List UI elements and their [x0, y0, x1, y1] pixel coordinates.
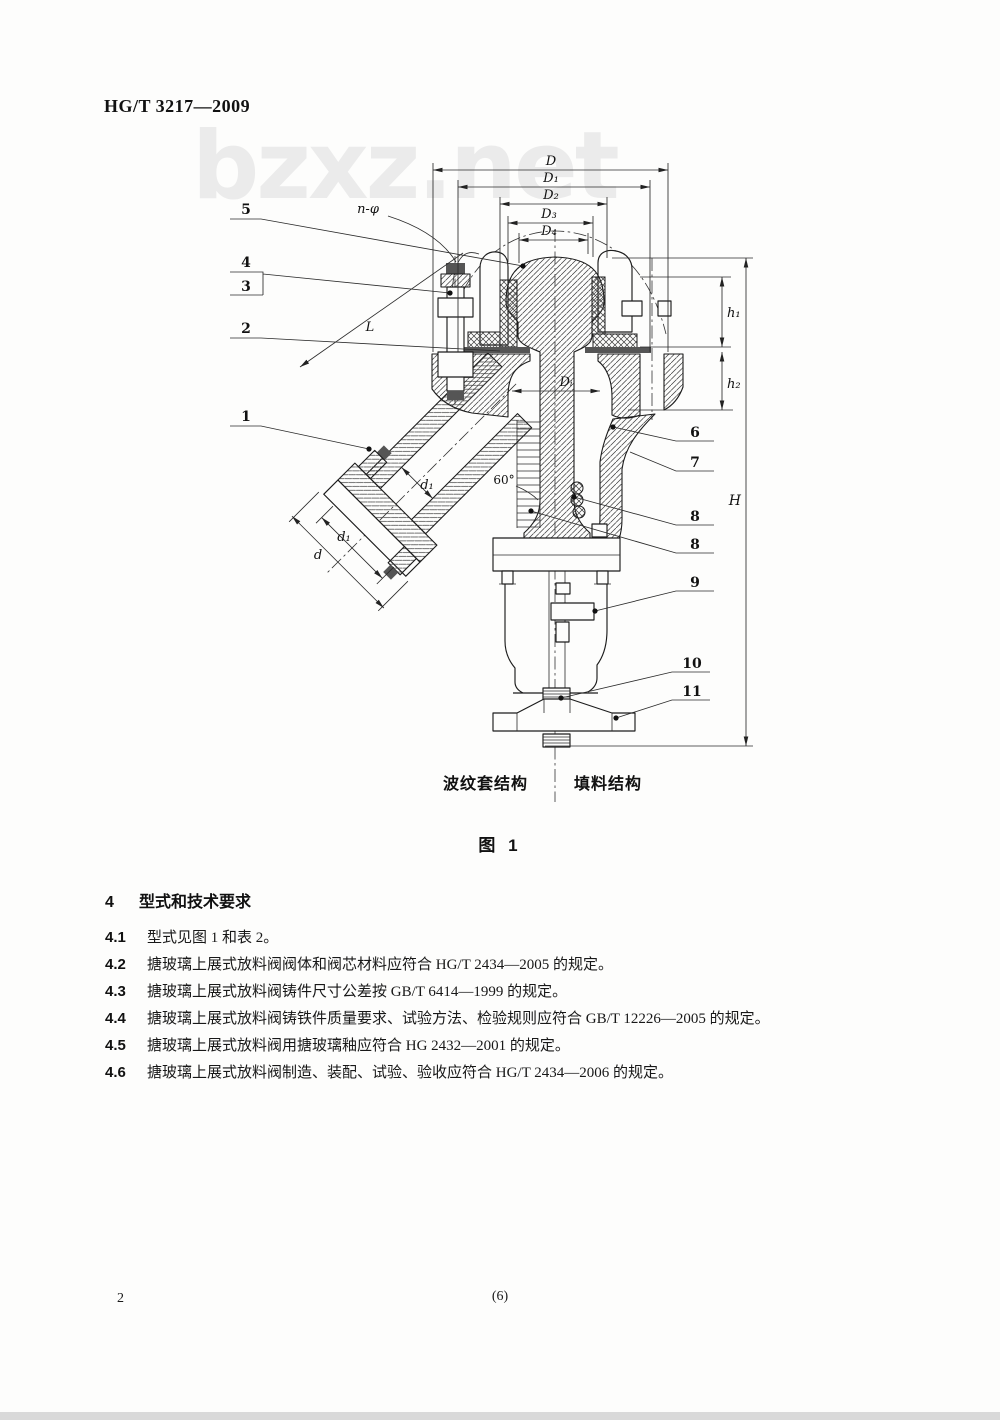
dim-label-n-phi: n-φ — [357, 202, 380, 217]
figure-caption: 图 1 — [478, 836, 522, 855]
part-label-5: 5 — [241, 202, 251, 218]
part-label-9: 9 — [690, 575, 700, 591]
clause-text: 搪玻璃上展式放料阀铸件尺寸公差按 GB/T 6414—1999 的规定。 — [147, 984, 568, 1000]
yoke-and-actuator — [492, 523, 621, 702]
part-label-7: 7 — [690, 455, 700, 471]
clause-number: 4.1 — [105, 929, 126, 946]
part-label-3: 3 — [241, 279, 251, 295]
flange-stud-bolt — [437, 263, 474, 400]
clause-number: 4.6 — [105, 1064, 126, 1081]
clause-text: 搪玻璃上展式放料阀制造、装配、试验、验收应符合 HG/T 2434—2006 的… — [147, 1065, 673, 1081]
dim-label-D1: D₁ — [542, 171, 559, 186]
dim-label-angle: 60° — [493, 473, 514, 487]
dim-label-D4: D₄ — [540, 224, 557, 239]
dim-label-L: L — [365, 320, 375, 335]
part-label-6: 6 — [690, 425, 700, 441]
part-label-1: 1 — [241, 409, 251, 425]
dim-label-h2: h₂ — [727, 377, 741, 392]
clause-4-1: 4.1 型式见图 1 和表 2。 — [105, 928, 915, 948]
leader-lines — [230, 215, 714, 721]
dim-label-D2: D₂ — [542, 188, 559, 203]
packing-and-gaskets — [458, 276, 651, 353]
clause-text: 型式见图 1 和表 2。 — [147, 930, 279, 946]
part-label-4: 4 — [241, 255, 251, 271]
clause-number: 4.5 — [105, 1037, 126, 1054]
dim-label-Di: Dᵢ — [558, 375, 572, 390]
clause-text: 搪玻璃上展式放料阀铸铁件质量要求、试验方法、检验规则应符合 GB/T 12226… — [147, 1011, 770, 1027]
dim-label-d: d — [314, 548, 322, 563]
clause-4-6: 4.6 搪玻璃上展式放料阀制造、装配、试验、验收应符合 HG/T 2434—200… — [105, 1063, 915, 1083]
clause-text: 搪玻璃上展式放料阀用搪玻璃釉应符合 HG 2432—2001 的规定。 — [147, 1038, 570, 1054]
valve-disc-and-stem — [505, 256, 605, 539]
dimension-lines — [432, 163, 753, 747]
clause-number: 4.4 — [105, 1010, 126, 1027]
clause-4-2: 4.2 搪玻璃上展式放料阀阀体和阀芯材料应符合 HG/T 2434—2005 的规… — [105, 955, 915, 975]
clause-number: 4.2 — [105, 956, 126, 973]
section-heading: 4 型式和技术要求 — [105, 888, 251, 912]
dim-label-d1-bore: d₁ — [420, 478, 434, 493]
clause-number: 4.3 — [105, 983, 126, 1000]
page-number: 2 — [117, 1291, 124, 1306]
part-label-8a: 8 — [690, 509, 700, 525]
section-title: 型式和技术要求 — [139, 894, 252, 911]
dim-label-d1: d₁ — [337, 530, 351, 545]
clause-4-3: 4.3 搪玻璃上展式放料阀铸件尺寸公差按 GB/T 6414—1999 的规定。 — [105, 982, 915, 1002]
bellows — [516, 420, 541, 528]
structure-label-bellows: 波纹套结构 — [443, 774, 528, 793]
clause-4-5: 4.5 搪玻璃上展式放料阀用搪玻璃釉应符合 HG 2432—2001 的规定。 — [105, 1036, 915, 1056]
clause-text: 搪玻璃上展式放料阀阀体和阀芯材料应符合 HG/T 2434—2005 的规定。 — [147, 957, 613, 973]
scan-edge-bar — [0, 1412, 1000, 1420]
figure-1-valve-drawing: D D₁ D₂ D₃ D₄ n-φ L Dᵢ d d₁ d₁ 60° h₁ h₂… — [230, 154, 753, 802]
standard-code: HG/T 3217—2009 — [104, 96, 251, 116]
clause-4-4: 4.4 搪玻璃上展式放料阀铸铁件质量要求、试验方法、检验规则应符合 GB/T 12… — [105, 1009, 915, 1029]
dim-label-h1: h₁ — [727, 306, 741, 321]
structure-label-packing: 填料结构 — [574, 774, 642, 793]
footer-center-number: (6) — [491, 1289, 509, 1304]
packing-spring — [570, 481, 586, 519]
dim-label-D3: D₃ — [540, 207, 557, 222]
part-label-8b: 8 — [690, 537, 700, 553]
part-label-2: 2 — [241, 321, 251, 337]
section-number: 4 — [105, 894, 114, 911]
handwheel — [492, 698, 636, 748]
dim-label-H: H — [728, 493, 742, 509]
dim-label-D: D — [545, 154, 557, 169]
part-label-10: 10 — [682, 656, 702, 672]
part-label-11: 11 — [682, 684, 701, 700]
